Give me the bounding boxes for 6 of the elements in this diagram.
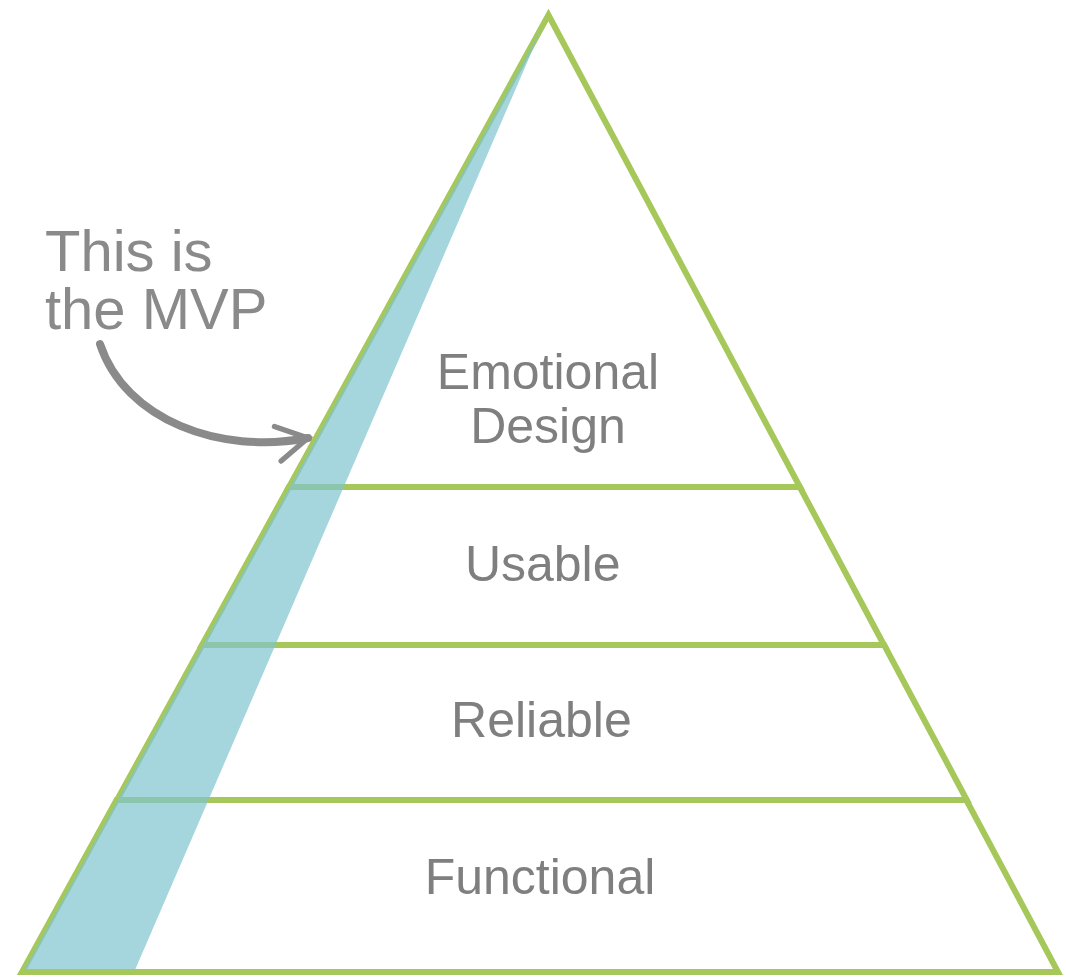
layer-label: Functional xyxy=(423,850,657,904)
curved-arrow xyxy=(96,340,312,463)
layer-label: Reliable xyxy=(450,693,633,747)
callout-text: This is the MVP xyxy=(45,222,269,338)
layer-label: Usable xyxy=(463,537,622,591)
layer-label: Emotional Design xyxy=(435,345,661,453)
